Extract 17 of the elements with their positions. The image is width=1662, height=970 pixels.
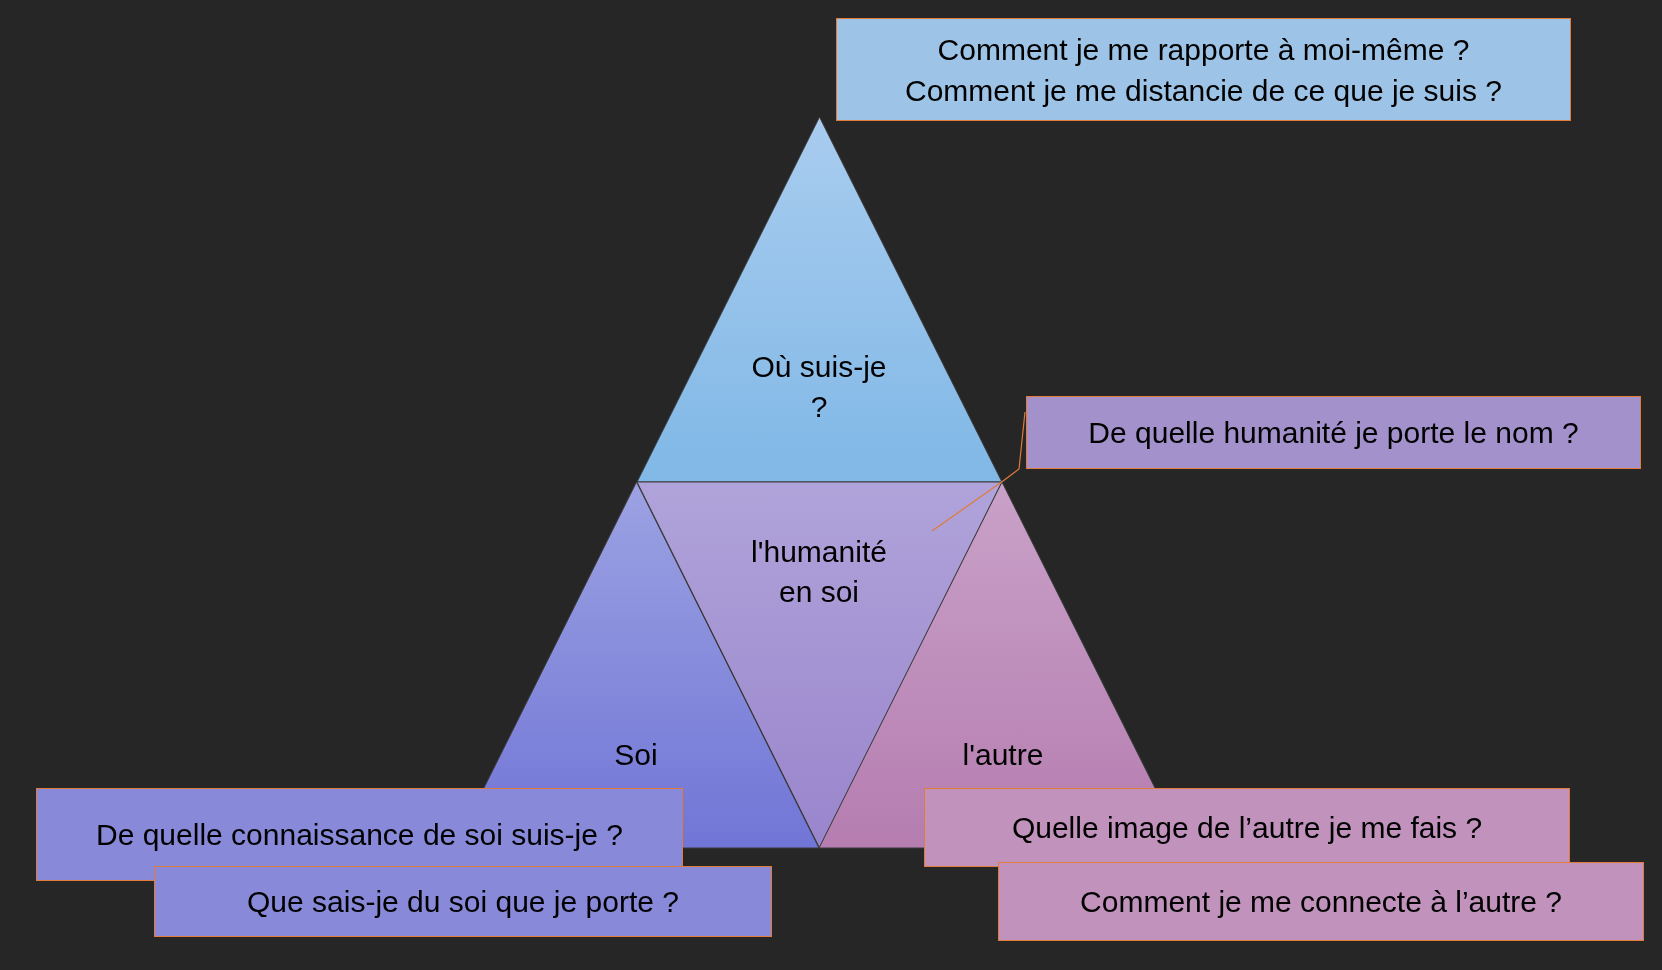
question-box: [154, 866, 772, 937]
question-box: [998, 862, 1644, 941]
leader-line: [931, 411, 1026, 532]
question-text: Quelle image de l’autre je me fais ?: [1011, 810, 1483, 846]
question-text: Comment je me connecte à l’autre ?: [1080, 884, 1562, 920]
question-text: Comment je me distancie de ce que je suis ?: [905, 72, 1502, 109]
question-box: [836, 18, 1571, 121]
triangle-label: Soi: [614, 737, 658, 773]
question-text: De quelle connaissance de soi suis-je ?: [96, 817, 623, 853]
triangle-label: Où suis-je ?: [750, 349, 888, 425]
question-text: Que sais-je du soi que je porte ?: [247, 884, 679, 920]
triangle-label: l'autre: [962, 737, 1044, 773]
question-box: [924, 788, 1570, 867]
question-box: [1026, 396, 1641, 469]
question-text: Comment je me rapporte à moi-même ?: [937, 31, 1470, 68]
question-text: De quelle humanité je porte le nom ?: [1088, 415, 1579, 451]
triangle-label: l'humanité en soi: [750, 534, 888, 610]
